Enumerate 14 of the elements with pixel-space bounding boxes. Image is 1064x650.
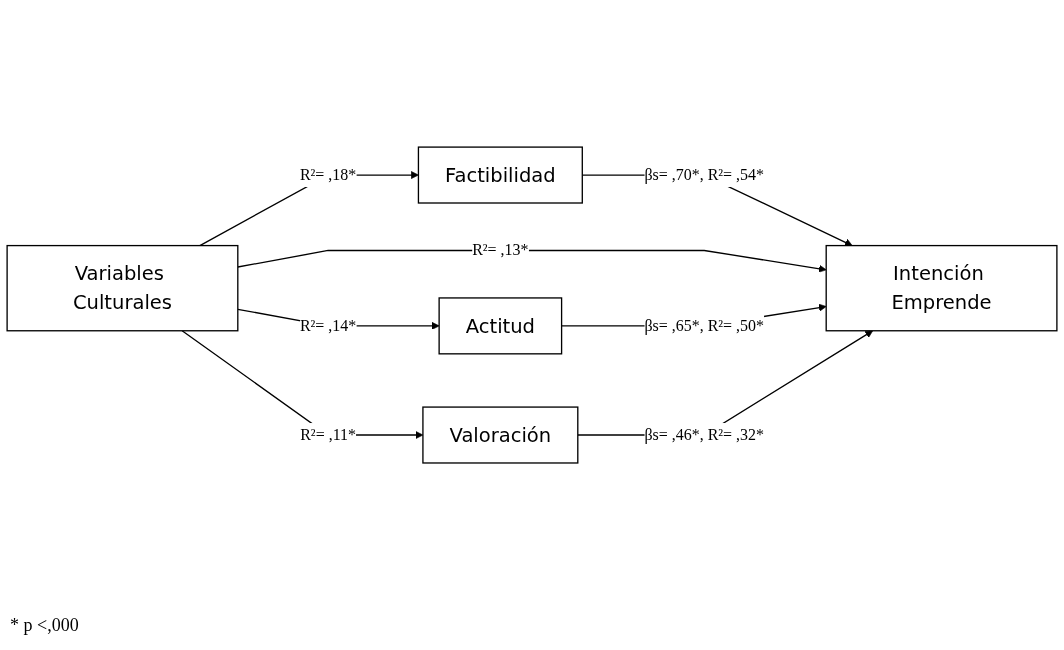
node-box: Intención Emprende [825, 244, 1058, 332]
edge-label: R²= ,11* [300, 425, 357, 444]
node-box: Actitud [438, 297, 563, 355]
node-box: Variables Culturales [6, 244, 239, 332]
edge-label: R²= ,14* [299, 316, 357, 335]
edge-label: βs= ,46*, R²= ,32* [644, 425, 765, 444]
arrow [237, 249, 827, 273]
footnote: * p <,000 [10, 615, 79, 636]
edge-label: R²= ,13* [472, 241, 529, 259]
edge-label: βs= ,65*, R²= ,50* [644, 316, 765, 335]
edge-label: R²= ,18* [299, 165, 357, 184]
edge-label: βs= ,70*, R²= ,54* [644, 165, 765, 184]
node-box: Factibilidad [417, 146, 583, 204]
node-box: Valoración [422, 406, 579, 464]
